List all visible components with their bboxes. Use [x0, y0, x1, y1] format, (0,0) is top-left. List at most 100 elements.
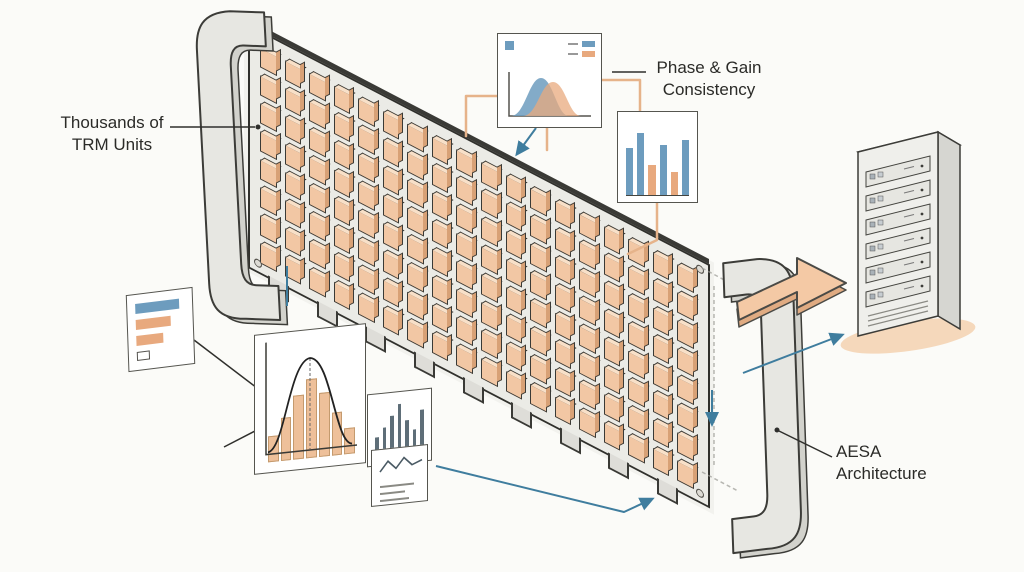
trm-block — [628, 238, 645, 268]
server-rack — [856, 130, 962, 337]
trm-block — [284, 116, 302, 145]
trm-block — [677, 348, 694, 378]
trm-block — [358, 154, 375, 183]
trm-block — [628, 350, 645, 380]
trm-block — [382, 111, 400, 140]
trm-block — [677, 404, 694, 434]
trm-block — [652, 251, 670, 281]
trm-block — [309, 156, 326, 186]
connector-tab — [511, 401, 533, 429]
trm-block — [309, 268, 326, 298]
trm-block — [309, 212, 326, 242]
trm-block — [628, 406, 645, 436]
trm-block — [603, 310, 621, 339]
trm-block — [382, 223, 400, 252]
trm-block — [530, 299, 547, 329]
rack-vent — [867, 300, 929, 327]
legend-row — [568, 51, 595, 57]
rack-units — [865, 155, 931, 308]
trm-block — [284, 172, 302, 201]
bar-chart-card — [617, 111, 698, 203]
trm-block — [505, 231, 523, 260]
bar — [681, 140, 690, 195]
trm-block — [407, 291, 424, 321]
trm-block — [505, 315, 523, 344]
trm-block — [431, 192, 449, 222]
trm-block — [407, 235, 424, 265]
trm-block — [530, 327, 547, 357]
trm-block — [431, 220, 449, 250]
trm-block — [382, 167, 400, 196]
trm-block — [260, 103, 277, 132]
trm-block — [579, 213, 596, 243]
trm-block — [603, 226, 621, 255]
trm-block — [284, 228, 302, 257]
distribution-chart-card — [497, 33, 602, 128]
bar — [670, 172, 678, 195]
trm-block — [456, 317, 473, 347]
trm-block — [652, 391, 670, 421]
trm-block — [603, 254, 621, 283]
trm-block — [603, 282, 621, 311]
label-line: Phase & Gain — [656, 58, 762, 77]
trm-block — [456, 205, 473, 235]
trm-block — [382, 195, 400, 224]
trm-block — [333, 85, 351, 115]
trm-block — [456, 177, 473, 207]
trm-block — [382, 251, 400, 280]
connector-tab — [559, 427, 581, 455]
flow-arrow — [736, 257, 847, 328]
trm-block — [652, 279, 670, 309]
trm-block — [333, 225, 351, 255]
horizontal-bars-card — [125, 286, 196, 373]
chart-legend — [568, 41, 595, 57]
rack-unit — [865, 275, 931, 308]
connector-tab — [608, 452, 630, 480]
trm-block — [579, 241, 596, 271]
trm-block — [284, 200, 302, 229]
bar — [626, 147, 634, 195]
trm-block — [603, 366, 621, 395]
bell-curve-overlay — [265, 342, 357, 456]
trm-block — [677, 320, 694, 350]
trm-block — [677, 264, 694, 294]
distribution-chart — [508, 72, 591, 117]
leader-line-aesa — [778, 430, 833, 458]
bar-chart — [626, 119, 690, 196]
trm-block — [333, 281, 351, 311]
trm-block — [554, 200, 572, 230]
trm-block — [407, 151, 424, 181]
flow-arrow-face — [736, 257, 847, 321]
trm-block — [456, 233, 473, 263]
trm-block — [358, 238, 375, 267]
trm-block — [260, 47, 277, 76]
trm-block — [260, 159, 277, 188]
trm-block — [554, 228, 572, 258]
trm-block — [260, 131, 277, 160]
trm-block — [431, 136, 449, 166]
rack-side-face — [937, 130, 961, 331]
placeholder-text-line — [380, 490, 405, 496]
label-line: TRM Units — [71, 135, 153, 155]
flow-arrow-depth — [736, 264, 847, 328]
trm-block — [628, 322, 645, 352]
label-trm-units: Thousands of TRM Units — [52, 112, 172, 156]
trm-block — [333, 113, 351, 143]
trm-block — [505, 343, 523, 372]
label-aesa-architecture: AESA Architecture — [836, 441, 946, 485]
trm-block — [480, 190, 498, 219]
trm-block — [554, 340, 572, 370]
trm-block — [431, 332, 449, 362]
trm-block — [309, 128, 326, 158]
trm-block — [530, 383, 547, 413]
trm-block — [407, 263, 424, 293]
connector-tab — [413, 351, 435, 379]
trm-block — [358, 294, 375, 323]
right-bracket — [722, 258, 809, 559]
trm-block — [603, 338, 621, 367]
trm-block — [480, 218, 498, 247]
rack-unit — [865, 179, 931, 212]
trm-block — [579, 409, 596, 439]
trm-block — [358, 266, 375, 295]
